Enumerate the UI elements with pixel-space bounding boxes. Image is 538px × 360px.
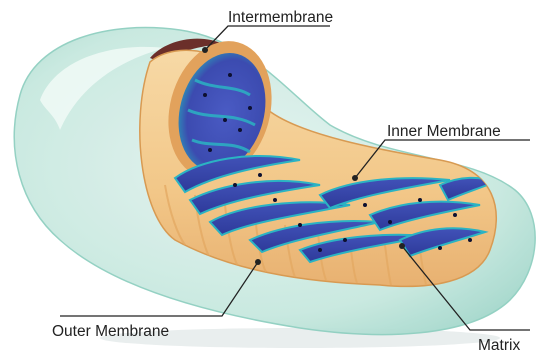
label-matrix: Matrix bbox=[478, 337, 520, 354]
label-intermembrane: Intermembrane bbox=[228, 9, 333, 26]
label-inner-membrane: Inner Membrane bbox=[387, 123, 501, 140]
label-outer-membrane: Outer Membrane bbox=[52, 323, 169, 340]
